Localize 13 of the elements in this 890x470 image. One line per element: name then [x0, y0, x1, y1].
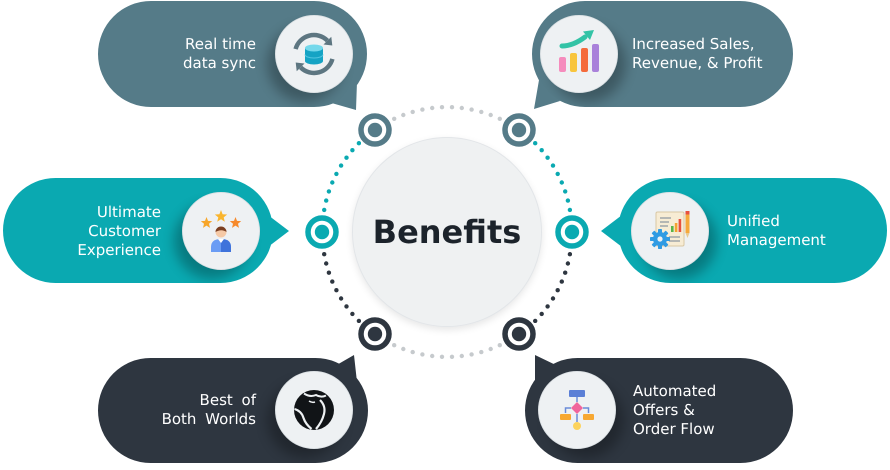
speech-bubble — [532, 1, 793, 109]
benefit-label: Ultimate Customer Experience — [76, 202, 161, 260]
benefit-label: Unified Management — [727, 212, 827, 250]
speech-bubble — [98, 355, 368, 463]
speech-bubble — [98, 1, 367, 110]
speech-bubble — [3, 178, 289, 283]
benefit-label: Automated Offers & Order Flow — [633, 382, 718, 438]
speech-bubble — [601, 178, 887, 283]
benefit-label: Real time data sync — [182, 35, 256, 73]
benefit-label: Increased Sales, Revenue, & Profit — [632, 35, 764, 73]
center-title: Benefits — [372, 213, 522, 251]
speech-bubble — [525, 355, 793, 463]
benefit-label: Best of Both Worlds — [160, 391, 256, 429]
